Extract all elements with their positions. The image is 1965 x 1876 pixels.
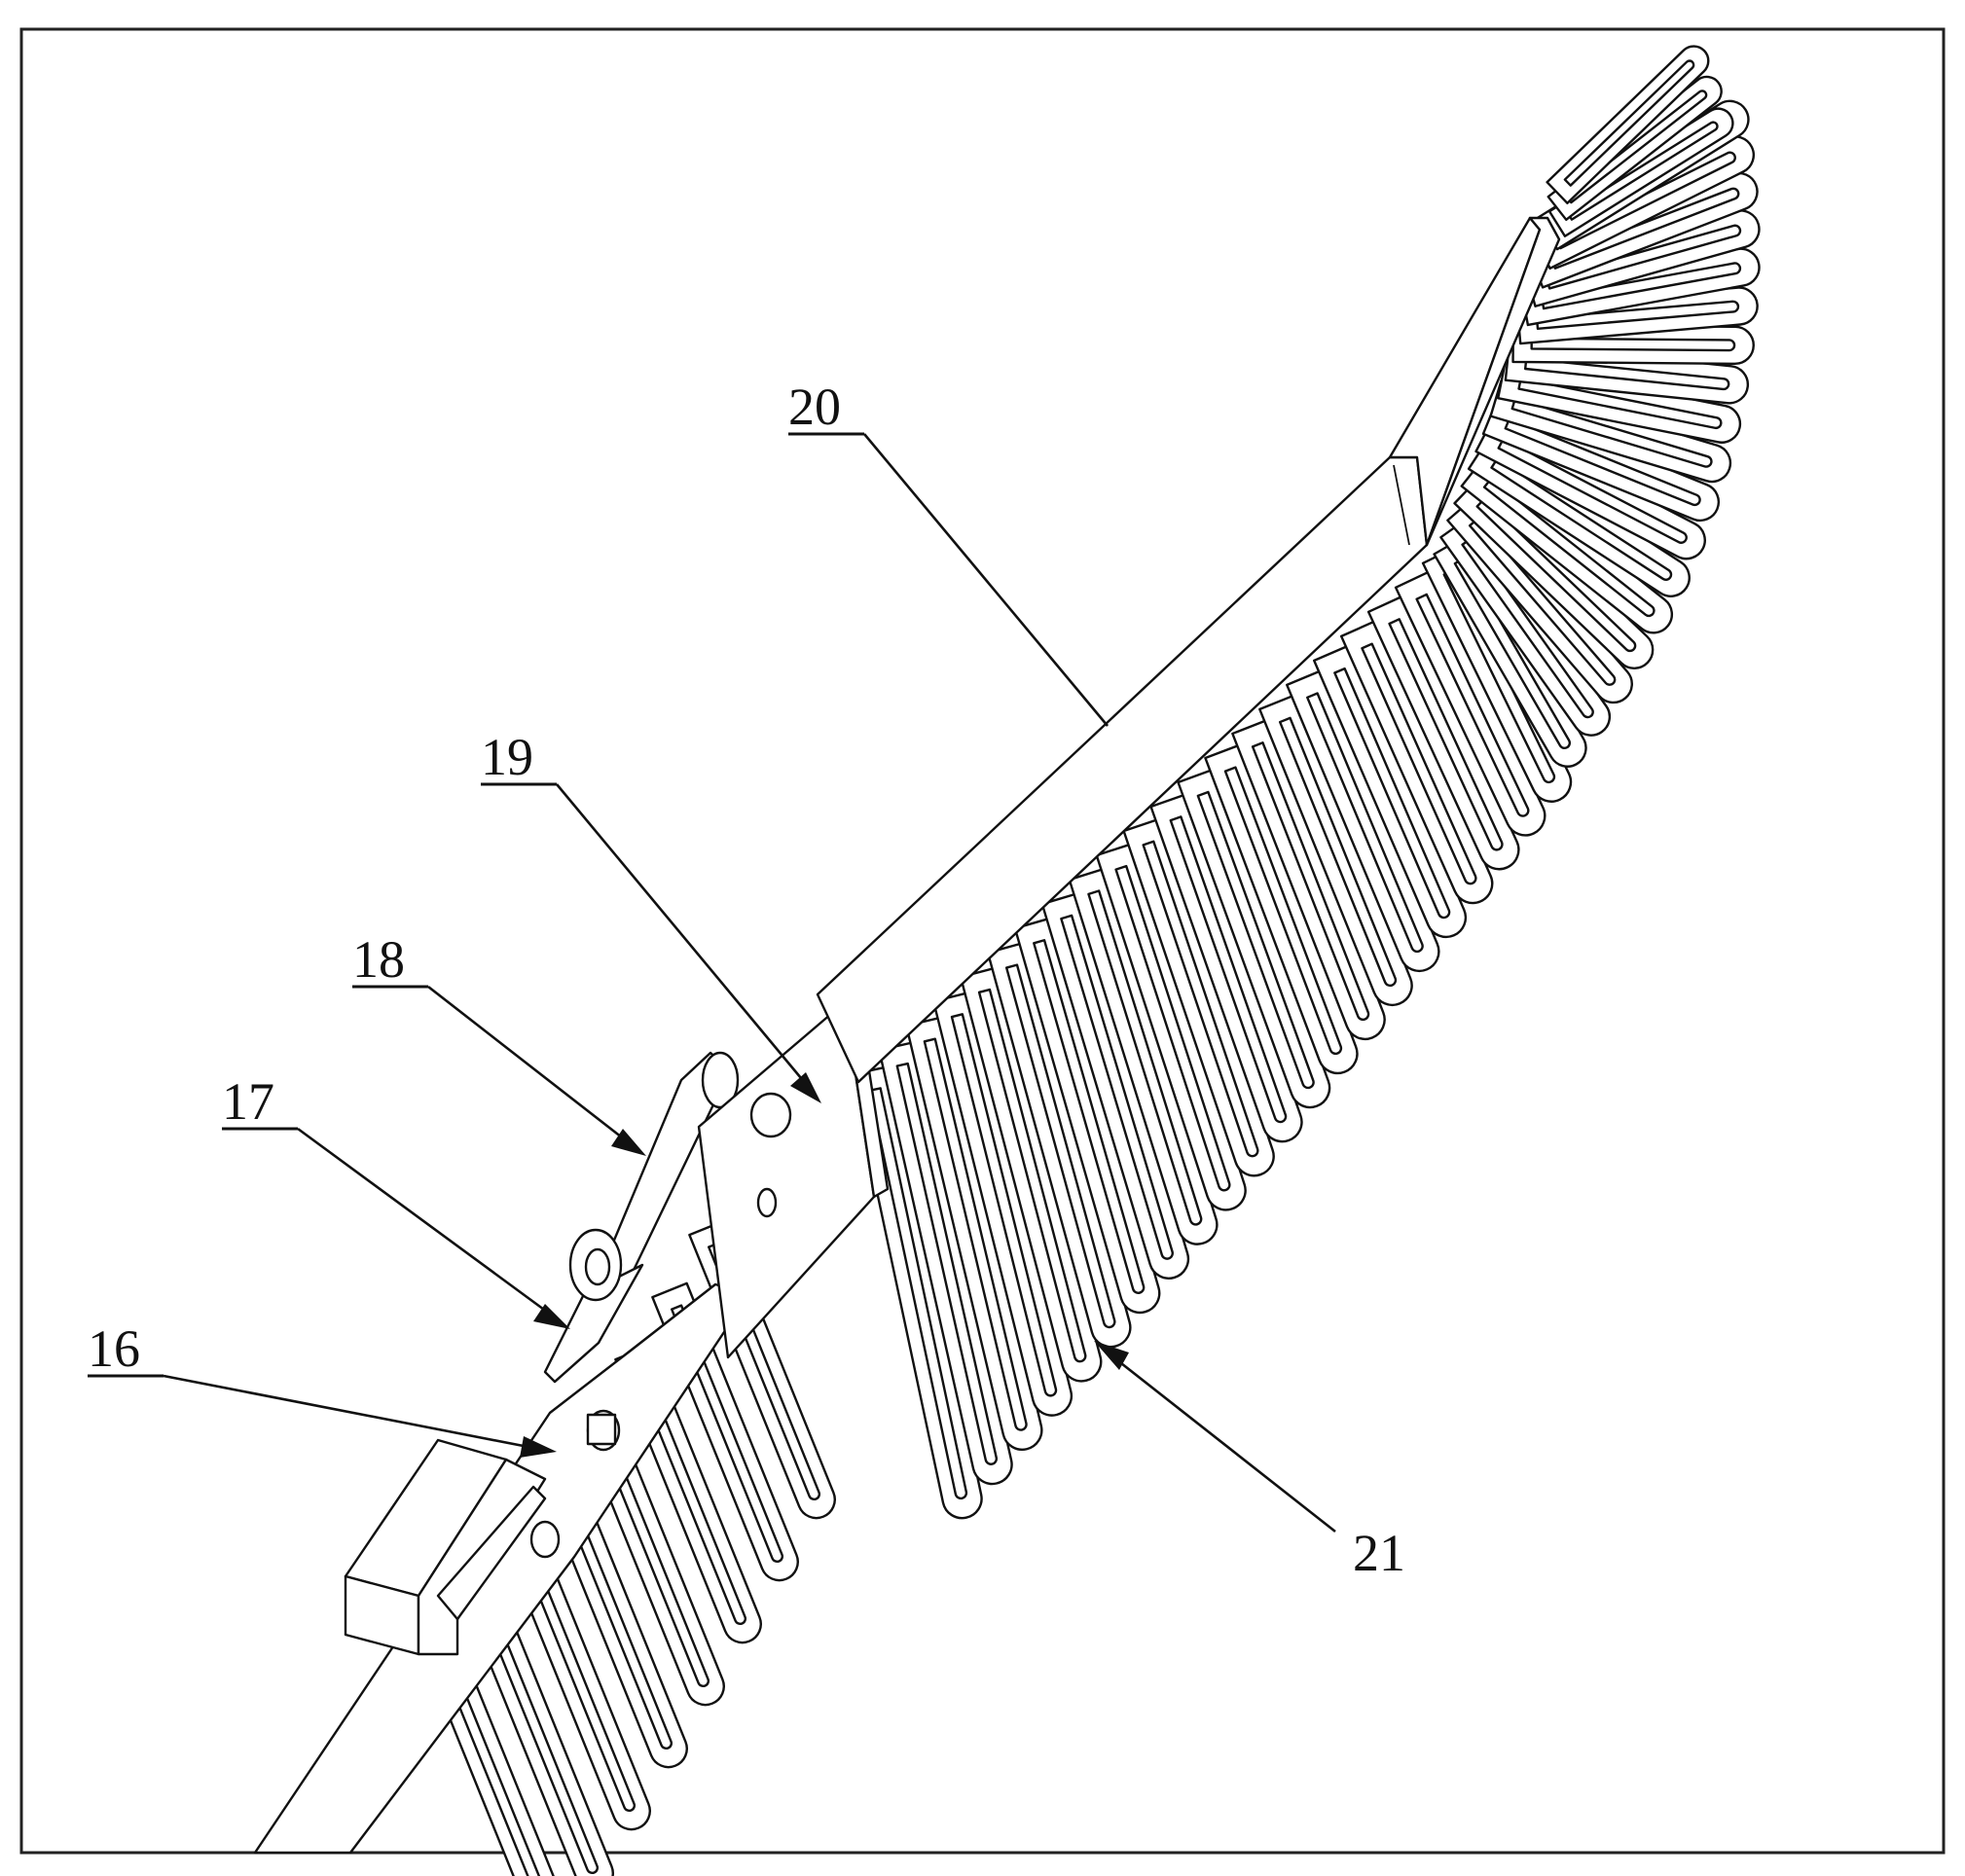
tip-feather-2 <box>1439 514 1612 737</box>
lower-feather-1 <box>429 1655 577 1876</box>
feather-20 <box>1366 594 1520 871</box>
feather-9 <box>1068 866 1219 1245</box>
feather-4 <box>931 991 1073 1417</box>
label-20: 20 <box>788 378 841 436</box>
tip-feather-17 <box>1532 135 1755 271</box>
callout-18: 18 <box>352 930 646 1156</box>
tip-feather-4 <box>1453 475 1655 669</box>
feather-18 <box>1313 643 1468 939</box>
feather-2 <box>878 1040 1013 1486</box>
feather-6 <box>986 941 1132 1349</box>
tip-feather-1 <box>1433 534 1587 768</box>
tip-feather-3 <box>1446 494 1633 704</box>
callout-19: 19 <box>481 728 821 1103</box>
feather-8 <box>1040 891 1190 1280</box>
callout-17: 17 <box>222 1072 570 1329</box>
feather-17 <box>1286 668 1440 973</box>
feather-12 <box>1149 792 1303 1143</box>
feather-fan-tip <box>1433 45 1761 768</box>
callout-21: 21 <box>1094 1341 1405 1582</box>
top-feather-1 <box>1547 107 1734 237</box>
callout-20: 20 <box>788 378 1109 727</box>
feather-15 <box>1231 718 1386 1040</box>
callout-16: 16 <box>88 1319 557 1458</box>
wing-assembly <box>253 45 1761 1876</box>
feather-22 <box>1421 545 1573 803</box>
label-18: 18 <box>352 930 405 989</box>
feather-14 <box>1204 742 1359 1075</box>
feather-fan-lower <box>429 1219 836 1876</box>
feather-16 <box>1258 693 1413 1006</box>
lower-feather-2 <box>466 1593 614 1876</box>
base-block <box>344 1438 547 1656</box>
feather-11 <box>1122 817 1275 1177</box>
label-16: 16 <box>88 1319 140 1378</box>
pin <box>529 1409 621 1559</box>
lower-feather-3 <box>503 1531 651 1831</box>
feather-10 <box>1095 842 1247 1211</box>
feather-13 <box>1177 768 1331 1109</box>
drawing-border <box>19 27 1946 1855</box>
feather-3 <box>905 1015 1043 1451</box>
feather-7 <box>1013 916 1161 1315</box>
main-spar <box>816 216 1561 1084</box>
link-arm <box>543 1051 740 1384</box>
tip-feather-5 <box>1460 455 1674 634</box>
label-19: 19 <box>481 728 533 786</box>
feather-5 <box>959 965 1103 1383</box>
label-17: 17 <box>222 1072 274 1131</box>
feather-21 <box>1394 569 1547 837</box>
feather-19 <box>1339 619 1494 905</box>
label-21: 21 <box>1353 1524 1405 1582</box>
top-feather-3 <box>1546 45 1710 204</box>
feather-fan-main <box>851 545 1573 1520</box>
top-feather-2 <box>1547 75 1723 222</box>
